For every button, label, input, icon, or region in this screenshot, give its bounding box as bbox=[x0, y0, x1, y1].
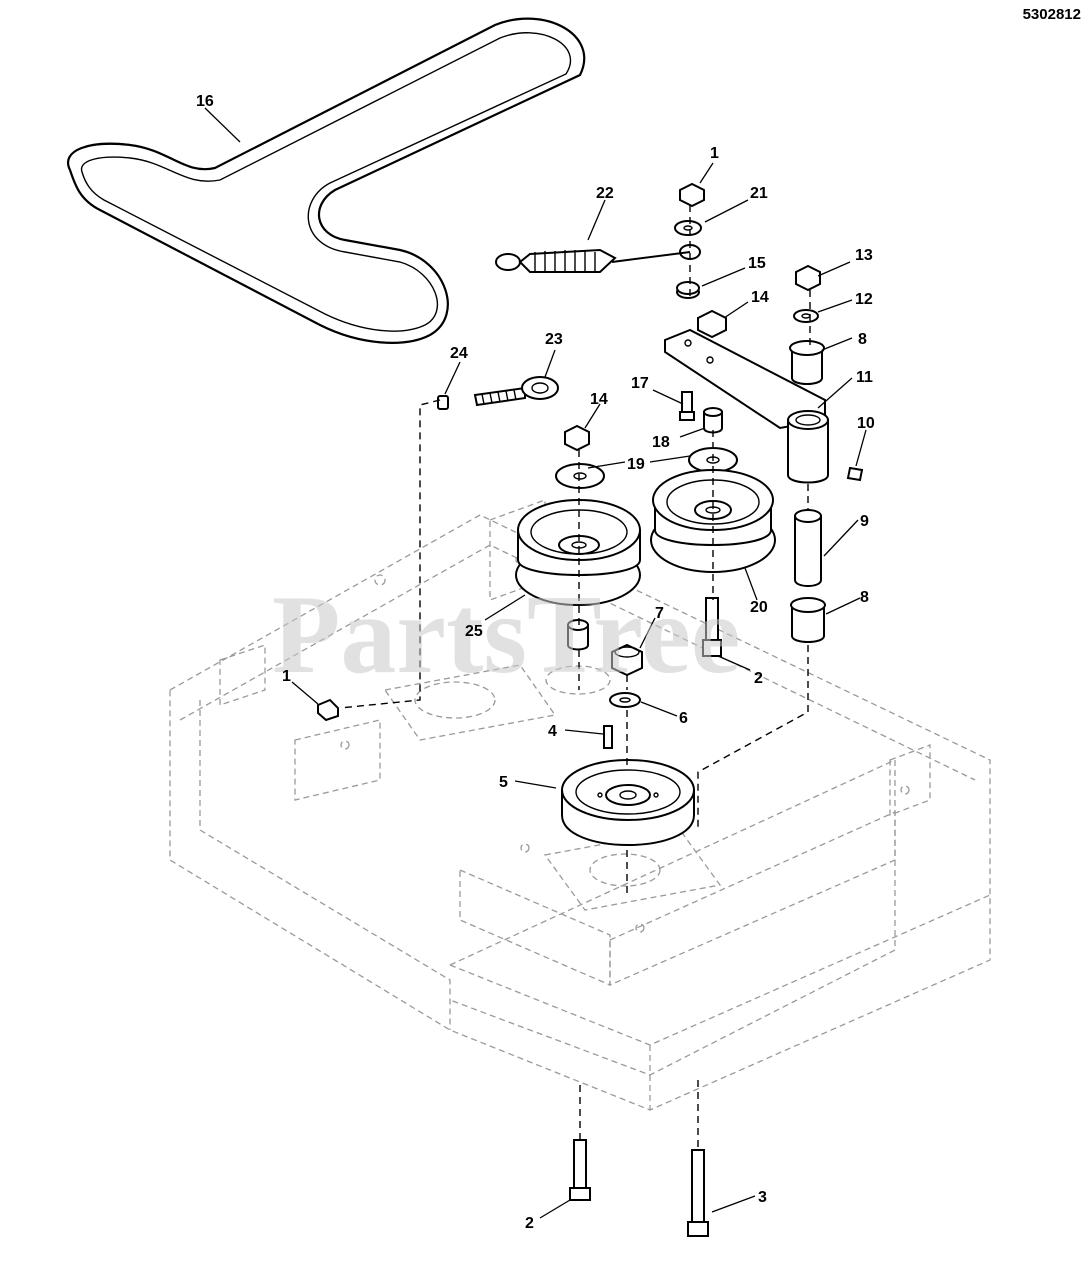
callout-15: 15 bbox=[748, 255, 766, 272]
callout-12: 12 bbox=[855, 291, 873, 308]
document-number: 5302812 bbox=[1022, 6, 1081, 23]
callout-19: 19 bbox=[627, 456, 645, 473]
callout-5: 5 bbox=[499, 774, 508, 791]
spacer-under-25 bbox=[567, 619, 589, 651]
callout-23: 23 bbox=[545, 331, 563, 348]
callout-16: 16 bbox=[196, 93, 214, 110]
callout-20: 20 bbox=[750, 599, 768, 616]
callout-11: 11 bbox=[856, 369, 873, 386]
callout-1-top: 1 bbox=[710, 145, 719, 162]
bolt-2-upper bbox=[702, 597, 722, 657]
callout-4: 4 bbox=[548, 723, 557, 740]
nut-14-arm bbox=[697, 309, 727, 339]
callout-18: 18 bbox=[652, 434, 670, 451]
eyebolt bbox=[473, 376, 559, 407]
bolt-17 bbox=[679, 391, 695, 421]
callout-10: 10 bbox=[857, 415, 875, 432]
washer-21 bbox=[674, 220, 702, 236]
callout-8-bottom: 8 bbox=[860, 589, 869, 606]
spacer-24 bbox=[437, 395, 449, 410]
callout-14-arm: 14 bbox=[751, 289, 769, 306]
callout-labels: 16 22 1 21 15 13 12 14 8 24 23 17 11 14 … bbox=[196, 93, 875, 1232]
washer-6 bbox=[609, 692, 641, 708]
callout-3: 3 bbox=[758, 1189, 767, 1206]
nut-13 bbox=[795, 264, 821, 292]
callout-22: 22 bbox=[596, 185, 614, 202]
bolt-3 bbox=[687, 1149, 709, 1237]
bushing-8-bottom bbox=[790, 597, 826, 643]
callout-9: 9 bbox=[860, 513, 869, 530]
washer-15 bbox=[676, 281, 700, 299]
tube-9 bbox=[794, 509, 822, 587]
callout-1-left: 1 bbox=[282, 668, 291, 685]
leader-lines bbox=[204, 107, 867, 1219]
watermark-text: PartsTree bbox=[272, 573, 741, 697]
drive-pulley-5 bbox=[561, 759, 695, 846]
key-4 bbox=[603, 725, 613, 749]
assembly-axes bbox=[339, 205, 811, 1150]
washer-12 bbox=[793, 309, 819, 323]
callout-25: 25 bbox=[465, 623, 483, 640]
nut-1-left bbox=[317, 698, 339, 722]
callout-21: 21 bbox=[750, 185, 768, 202]
spacer-18 bbox=[703, 407, 723, 434]
callout-2-upper: 2 bbox=[754, 670, 763, 687]
callout-6: 6 bbox=[679, 710, 688, 727]
callout-7: 7 bbox=[655, 605, 664, 622]
callout-14-pulley: 14 bbox=[590, 391, 608, 408]
nut-7 bbox=[611, 643, 643, 677]
grease-fitting bbox=[846, 466, 864, 482]
idler-arm bbox=[664, 328, 829, 484]
callout-13: 13 bbox=[855, 247, 873, 264]
drive-belt bbox=[67, 17, 586, 344]
bolt-2-lower bbox=[569, 1139, 591, 1201]
callout-8-top: 8 bbox=[858, 331, 867, 348]
extension-spring bbox=[495, 248, 691, 273]
callout-17: 17 bbox=[631, 375, 649, 392]
callout-24: 24 bbox=[450, 345, 468, 362]
bushing-8-top bbox=[789, 340, 825, 385]
nut-1-top bbox=[679, 182, 705, 208]
callout-2-lower: 2 bbox=[525, 1215, 534, 1232]
